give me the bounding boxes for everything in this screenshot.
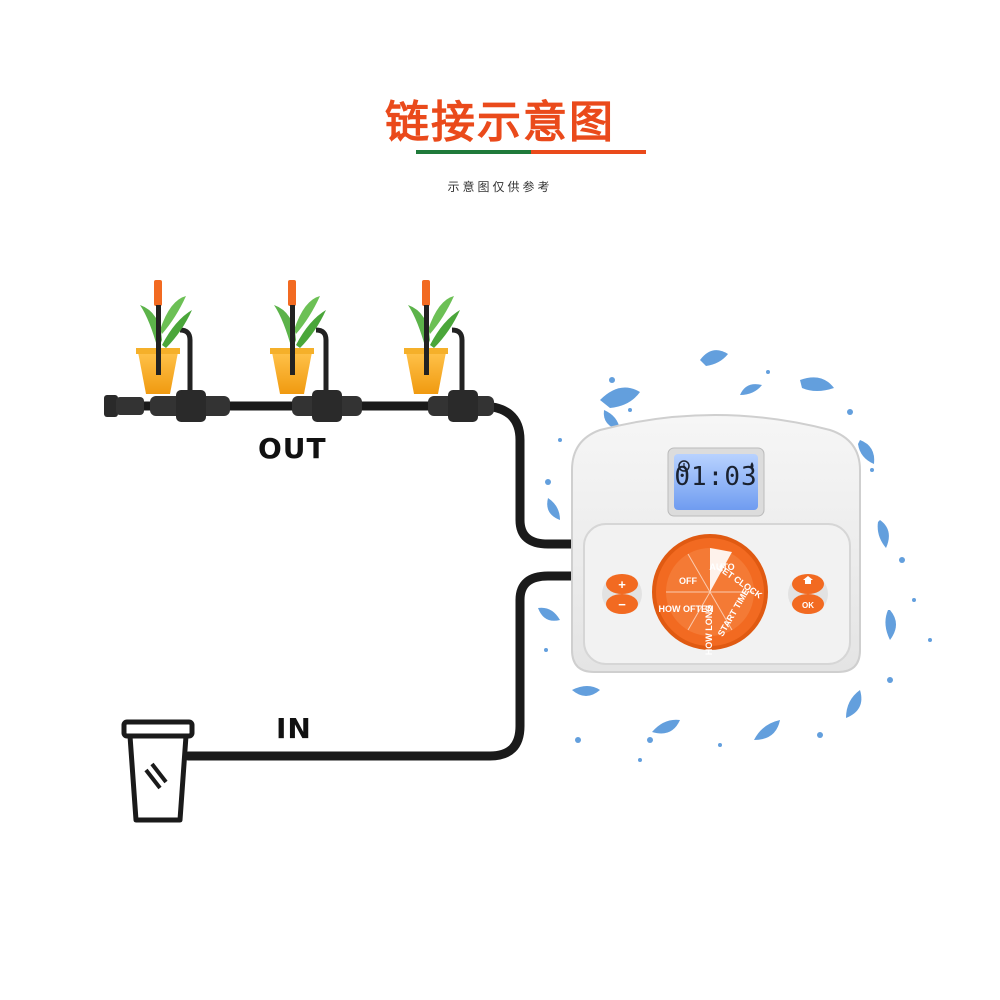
title-underline-orange (531, 150, 646, 154)
ok-label: OK (802, 601, 814, 610)
water-drop-icon (750, 462, 754, 469)
title-underline-green (416, 150, 531, 154)
in-pipe (183, 571, 580, 761)
water-splash (538, 350, 932, 762)
ok-button (792, 594, 824, 614)
irrigation-timer (571, 414, 861, 673)
lcd-screen (674, 454, 758, 510)
drip-station-1 (136, 280, 230, 422)
drip-station-3 (404, 280, 494, 422)
plus-label: + (618, 577, 626, 592)
minus-label: − (618, 597, 626, 612)
dial-label-how-often: HOW OFTEN (659, 604, 714, 614)
page-title: 链接示意图 (385, 97, 615, 148)
dial-label-how-long: HOW LONG (704, 605, 714, 656)
out-label: OUT (258, 432, 327, 465)
out-pipe (115, 401, 580, 549)
in-label: IN (276, 712, 312, 745)
pipe-end-cap (104, 395, 144, 417)
water-bucket-icon (121, 719, 195, 823)
minus-button (606, 594, 638, 614)
lcd-time: 01:03 (674, 462, 758, 492)
dial-pointer (710, 548, 732, 592)
clock-icon (678, 460, 690, 472)
dial-label-auto: AUTO (709, 562, 734, 572)
page-subtitle: 示意图仅供参考 (447, 180, 553, 194)
drip-station-2 (270, 280, 362, 422)
pipes (115, 401, 580, 761)
manual-water-icon (803, 576, 813, 584)
dial-label-off: OFF (679, 576, 697, 586)
title-underline (416, 150, 646, 154)
plus-button (606, 574, 638, 594)
